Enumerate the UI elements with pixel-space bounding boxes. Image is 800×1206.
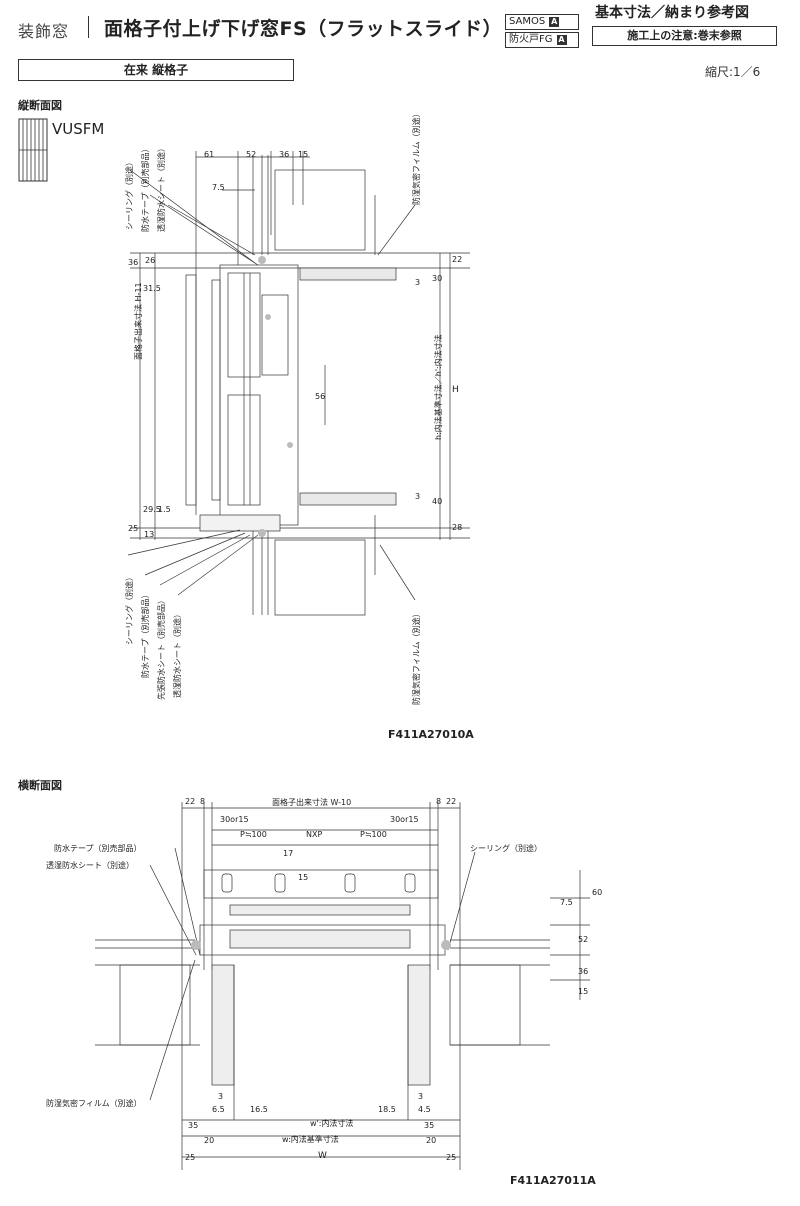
inner-width-label: w:内法基準寸法 (282, 1135, 339, 1144)
dim-30: 30 (432, 274, 443, 283)
dim-31-5: 31.5 (143, 284, 161, 293)
inner-height-label: h:内法基準寸法／h':内法寸法 (434, 334, 443, 440)
top-film-label: 防湿気密フィルム（別途） (412, 109, 421, 205)
construction-note: 施工上の注意:巻末参照 (592, 26, 777, 46)
dim-13: 13 (144, 530, 155, 539)
h-film-label: 防湿気密フィルム（別途） (46, 1099, 142, 1108)
dim-25: 25 (128, 524, 139, 533)
vertical-drawing-code: F411A27010A (388, 728, 474, 741)
fire-door-grade: A (556, 35, 567, 45)
dim-15: 15 (298, 150, 309, 159)
bottom-presheet-label: 先張防水シート（別売部品） (157, 596, 166, 700)
dim-28: 28 (452, 523, 463, 532)
h-dim-35-left: 35 (188, 1121, 199, 1130)
samos-grade: A (549, 17, 560, 27)
h-dim-25-left: 25 (185, 1153, 196, 1162)
h-dim-22-right: 22 (446, 797, 457, 806)
category-label: 装飾窓 (18, 22, 70, 41)
dim-3-top: 3 (415, 278, 421, 287)
bottom-tape-label: 防水テープ（別売部品） (141, 590, 150, 678)
lattice-height-label: 面格子出来寸法 H-11 (134, 282, 143, 360)
h-dim-15: 15 (298, 873, 309, 882)
top-sheet-label: 透湿防水シート（別途） (157, 144, 166, 232)
horizontal-drawing-code: F411A27011A (510, 1174, 596, 1187)
h-dim-22-left: 22 (185, 797, 196, 806)
h-sealing-label: シーリング（別途） (470, 844, 542, 853)
h-dim-7-5: 7.5 (560, 898, 573, 907)
dim-29-5: 29.5 (143, 505, 161, 514)
h-dim-nxp: NXP (306, 830, 323, 839)
header-divider (88, 16, 89, 38)
samos-badge-label: SAMOS (509, 16, 546, 27)
horizontal-section-title: 横断面図 (18, 779, 62, 792)
lattice-width-label: 面格子出来寸法 W-10 (272, 798, 352, 807)
top-sealing-label: シーリング（別途） (125, 158, 134, 230)
dim-3-bottom: 3 (415, 492, 421, 501)
reference-title: 基本寸法／納まり参考図 (595, 5, 749, 21)
h-dim-52: 52 (578, 935, 589, 944)
h-dim-3-left: 3 (218, 1092, 224, 1101)
h-dim-20-right: 20 (426, 1136, 437, 1145)
h-dim-p-left: P≒100 (240, 830, 267, 839)
dim-26: 26 (145, 256, 156, 265)
dim-36-left: 36 (128, 258, 139, 267)
vertical-section-title: 縦断面図 (18, 99, 62, 112)
page-title: 面格子付上げ下げ窓FS（フラットスライド） (104, 18, 503, 40)
type-label: 在来 縦格子 (18, 59, 294, 81)
h-dim-8-right: 8 (436, 797, 442, 806)
fire-door-badge: 防火戸FG A (505, 32, 579, 48)
bottom-film-label: 防湿気密フィルム（別途） (412, 609, 421, 705)
h-dim-20-left: 20 (204, 1136, 215, 1145)
bottom-sheet-label: 透湿防水シート（別途） (173, 610, 182, 698)
inner-width-prime-label: w':内法寸法 (310, 1119, 354, 1128)
dim-7-5: 7.5 (212, 183, 225, 192)
h-dim-60: 60 (592, 888, 603, 897)
dim-61: 61 (204, 150, 215, 159)
h-dim-17: 17 (283, 849, 294, 858)
bottom-sealing-label: シーリング（別途） (125, 573, 134, 645)
h-sheet-label: 透湿防水シート（別途） (46, 861, 134, 870)
dim-56: 56 (315, 392, 326, 401)
h-dim-35-right: 35 (424, 1121, 435, 1130)
h-dim-36: 36 (578, 967, 589, 976)
h-dim-6-5: 6.5 (212, 1105, 225, 1114)
h-dim-8-left: 8 (200, 797, 206, 806)
h-dim-3-right: 3 (418, 1092, 424, 1101)
h-dim-4-5: 4.5 (418, 1105, 431, 1114)
fire-door-badge-label: 防火戸FG (509, 34, 553, 45)
dim-36: 36 (279, 150, 290, 159)
h-tape-label: 防水テープ（別売部品） (54, 844, 142, 853)
h-dim-p-right: P≒100 (360, 830, 387, 839)
dim-40: 40 (432, 497, 443, 506)
samos-badge: SAMOS A (505, 14, 579, 30)
dim-H: H (452, 385, 459, 395)
vertical-section-drawing (127, 151, 470, 616)
h-dim-25-right: 25 (446, 1153, 457, 1162)
model-icon (18, 118, 48, 182)
horizontal-section-drawing (95, 802, 590, 1170)
scale-label: 縮尺:1／6 (705, 65, 761, 79)
dim-22: 22 (452, 255, 463, 264)
dim-52: 52 (246, 150, 257, 159)
model-name: VUSFM (52, 120, 105, 138)
dim-1-5: 1.5 (158, 505, 171, 514)
top-tape-label: 防水テープ（別売部品） (141, 144, 150, 232)
h-dim-16-5: 16.5 (250, 1105, 268, 1114)
h-dim-30or15-right: 30or15 (390, 815, 419, 824)
width-W-label: W (318, 1151, 327, 1161)
h-dim-30or15-left: 30or15 (220, 815, 249, 824)
h-dim-15-right: 15 (578, 987, 589, 996)
h-dim-18-5: 18.5 (378, 1105, 396, 1114)
